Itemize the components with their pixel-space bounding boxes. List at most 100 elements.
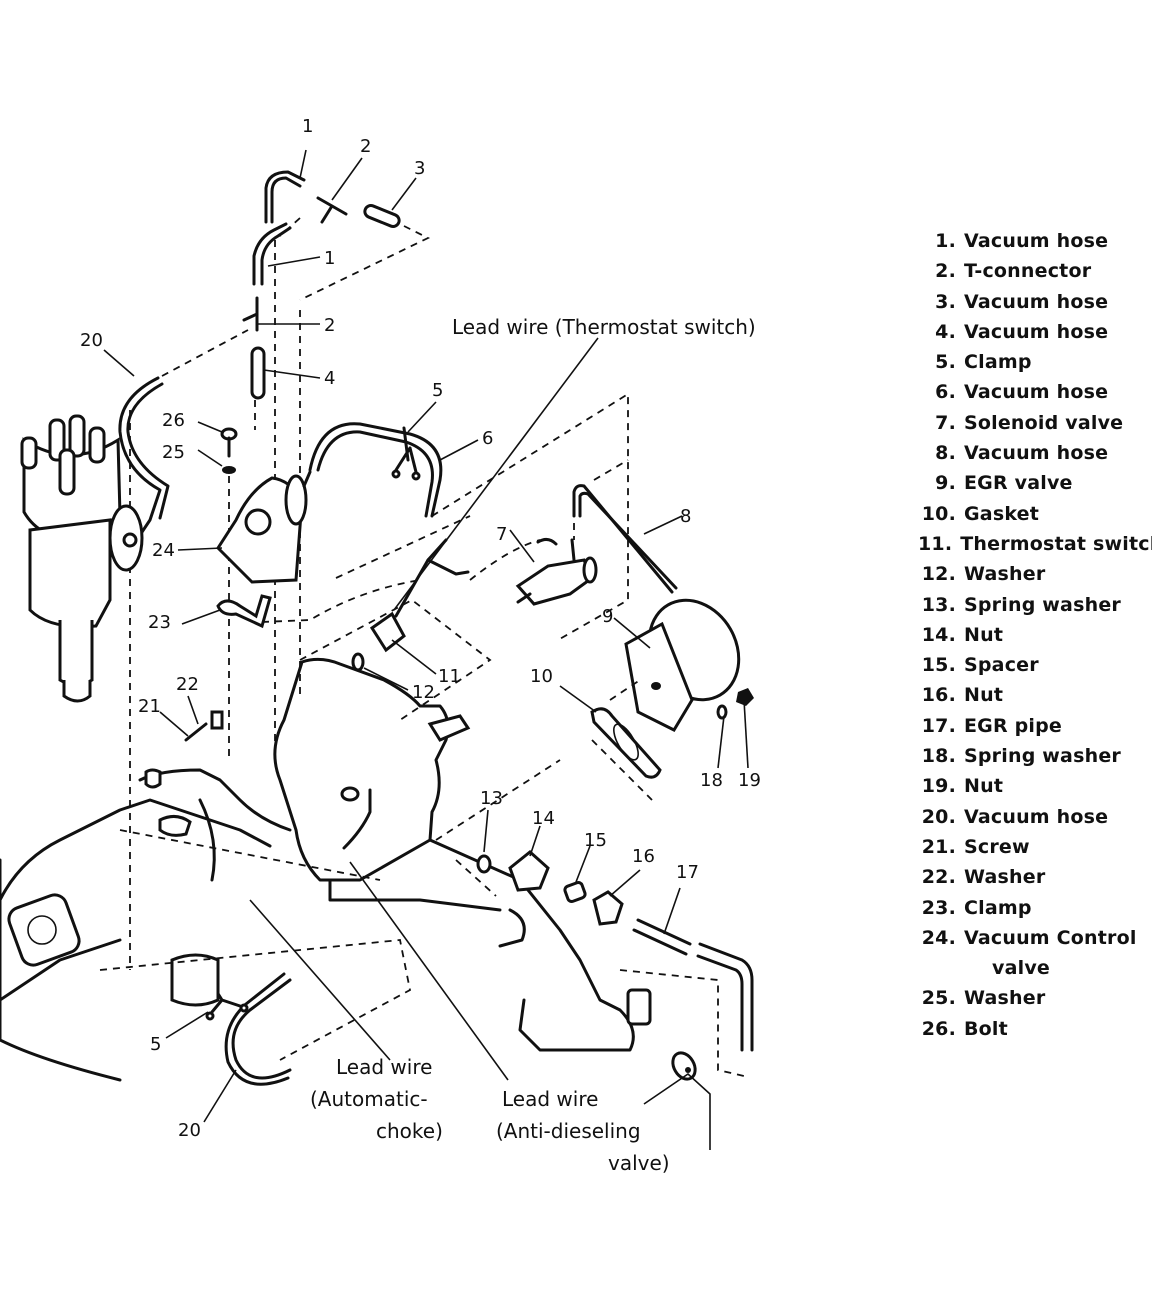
callout-13: 13 [480,788,503,809]
solenoid-valve-7 [515,537,598,606]
vacuum-hose-3 [363,204,401,228]
spacer-15 [563,881,587,903]
legend-item: 11.Thermostat switch [918,532,1152,555]
route-line [435,759,561,841]
callout-26: 26 [162,410,185,431]
callout-8: 8 [680,506,691,527]
route-line [591,679,653,801]
callout-22: 22 [176,674,199,695]
callout-11: 11 [438,666,461,687]
callout-9: 9 [602,606,613,627]
washer-22 [210,710,224,730]
legend-item: 16.Nut [921,684,1004,707]
legend-item: 18.Spring washer [921,745,1121,768]
legend-item: 23.Clamp [921,896,1032,919]
callout-18: 18 [700,770,723,791]
egr-valve-9 [624,598,741,732]
legend-item: 7.Solenoid valve [935,411,1124,434]
lead-wire-anti-dieseling-line3: valve) [608,1151,670,1175]
lead-wire-anti-dieseling-line2: (Anti-dieseling [496,1119,641,1143]
route-line [455,859,745,1077]
callout-25: 25 [162,442,185,463]
lead-wire-thermostat-label: Lead wire (Thermostat switch) [452,315,756,339]
clamp-23 [216,594,272,629]
anti-dieseling-valve [626,988,697,1081]
legend-item: 22.Washer [921,866,1046,889]
lead-wire-auto-choke-line3: choke) [376,1119,443,1143]
legend-item: 20.Vacuum hose [921,805,1109,828]
lead-wire-anti-dieseling-line1: Lead wire [502,1087,598,1111]
callout-3: 3 [414,158,425,179]
legend-item-continuation: valve [992,957,1050,980]
nut-16 [592,890,624,926]
route-line [593,459,629,481]
legend-item: 12.Washer [921,563,1046,586]
legend-item: 2.T-connector [935,260,1092,283]
callout-19: 19 [738,770,761,791]
vacuum-hose-4 [250,346,266,400]
legend-item: 9.EGR valve [935,472,1073,495]
legend-item: 19.Nut [921,775,1004,798]
callout-1: 1 [302,116,313,137]
hose-3-route [299,225,431,301]
legend-item: 24.Vacuum Control [921,926,1137,949]
t-connector-2-lower [242,296,259,332]
route-line [469,539,541,581]
vacuum-control-valve-24 [216,470,312,584]
callout-10: 10 [530,666,553,687]
lead-wire-auto-choke-line1: Lead wire [336,1055,432,1079]
legend-item: 5.Clamp [935,351,1032,374]
legend-item: 25.Washer [921,987,1046,1010]
legend-item: 13.Spring washer [921,593,1121,616]
callout-15: 15 [584,830,607,851]
gasket-10 [590,707,662,779]
bolt-26 [220,427,238,458]
callout-20: 20 [178,1120,201,1141]
callout-21: 21 [138,696,161,717]
nut-14 [508,850,550,892]
vacuum-hose-6 [308,422,443,518]
legend-item: 15.Spacer [921,654,1039,677]
vacuum-hose-20-upper [118,376,170,537]
legend-item: 6.Vacuum hose [935,381,1109,404]
nut-19 [736,688,754,706]
clamp-5-upper [391,426,421,481]
carb-base [170,953,220,1007]
callout-1: 1 [324,248,335,269]
distributor [20,414,144,703]
legend-item: 14.Nut [921,623,1004,646]
t-connector-2-top [316,196,348,224]
lead-wire-auto-choke-line2: (Automatic- [310,1087,428,1111]
callout-7: 7 [496,524,507,545]
thermostat-switch-11 [369,538,470,653]
legend-item: 1.Vacuum hose [935,230,1109,252]
intake-manifold [0,657,635,1082]
callout-12: 12 [412,682,435,703]
washer-12 [351,652,365,672]
callout-14: 14 [532,808,555,829]
parts-legend: 1.Vacuum hose 2.T-connector 3.Vacuum hos… [918,226,1152,1044]
route-line [119,829,381,881]
callout-2: 2 [324,315,335,336]
route-line [299,598,492,721]
callout-23: 23 [148,612,171,633]
legend-item: 8.Vacuum hose [935,442,1109,465]
callout-24: 24 [152,540,175,561]
vacuum-hose-20-lower [224,972,292,1086]
callout-2: 2 [360,136,371,157]
screw-21 [184,722,208,742]
legend-item: 26.Bolt [921,1017,1008,1040]
spring-washer-18 [716,704,728,720]
callout-17: 17 [676,862,699,883]
legend-item: 17.EGR pipe [921,714,1063,737]
callout-4: 4 [324,368,335,389]
vacuum-hose-1-lower [252,222,292,286]
callout-6: 6 [482,428,493,449]
hose-20-route [161,329,249,377]
leader-lines [103,149,749,1150]
legend-item: 21.Screw [921,835,1030,858]
washer-25 [222,466,236,474]
vacuum-hose-8 [572,484,678,594]
callout-5: 5 [150,1034,161,1055]
